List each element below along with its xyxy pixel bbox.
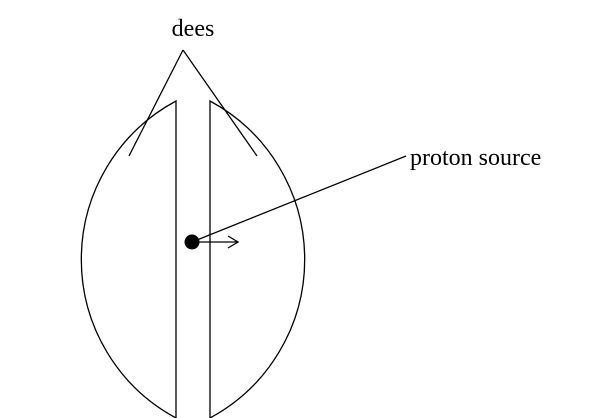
dees-leader-right: [182, 49, 258, 157]
proton-direction-arrow: [199, 235, 240, 249]
dees-label: dees: [172, 16, 215, 42]
dees-leader-left: [128, 49, 184, 157]
left-dee: [80, 99, 177, 418]
proton-source-leader: [191, 155, 407, 243]
proton-source-label: proton source: [410, 145, 541, 171]
proton-source-dot: [184, 234, 200, 250]
right-dee: [209, 99, 306, 418]
